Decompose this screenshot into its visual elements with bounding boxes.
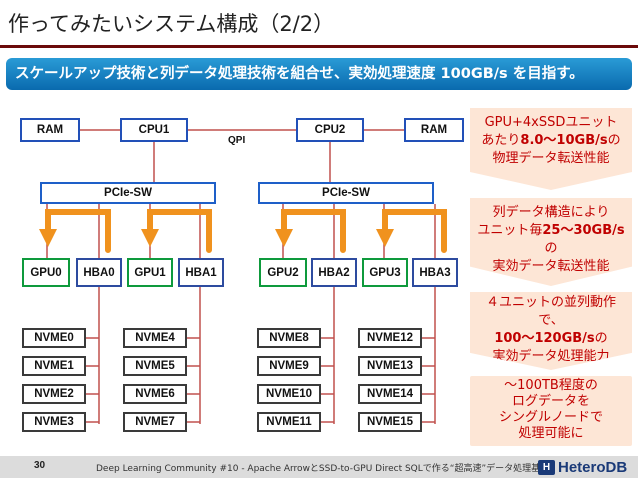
side-note-physical-throughput: GPU+4xSSDユニット あたり8.0〜10GB/sの 物理データ転送性能 bbox=[470, 108, 632, 190]
ram-right: RAM bbox=[404, 118, 464, 142]
p2p-arrow-unit0 bbox=[39, 209, 111, 253]
ram-left: RAM bbox=[20, 118, 80, 142]
side-note-parallel-processing: ４ユニットの並列動作で、 100〜120GB/sの 実効データ処理能力 bbox=[470, 292, 632, 370]
nvme-7: NVME7 bbox=[123, 412, 187, 432]
logo-text: HeteroDB bbox=[558, 458, 628, 476]
hba3: HBA3 bbox=[412, 258, 458, 287]
page-title: 作ってみたいシステム構成（2/2） bbox=[8, 12, 335, 36]
nvme-11: NVME11 bbox=[257, 412, 321, 432]
nvme-3: NVME3 bbox=[22, 412, 86, 432]
nvme-0: NVME0 bbox=[22, 328, 86, 348]
nvme-12: NVME12 bbox=[358, 328, 422, 348]
headline-banner: スケールアップ技術と列データ処理技術を組合せ、実効処理速度 100GB/s を目… bbox=[6, 58, 632, 90]
footer-bar bbox=[0, 456, 638, 478]
title-divider bbox=[0, 45, 638, 48]
nvme-6: NVME6 bbox=[123, 384, 187, 404]
gpu3: GPU3 bbox=[362, 258, 408, 287]
logo-mark-icon: H bbox=[538, 459, 555, 475]
side-note-effective-transfer: 列データ構造により ユニット毎25〜30GB/sの 実効データ転送性能 bbox=[470, 198, 632, 286]
hba1: HBA1 bbox=[178, 258, 224, 287]
hba2: HBA2 bbox=[311, 258, 357, 287]
nvme-2: NVME2 bbox=[22, 384, 86, 404]
pcie-switch-right: PCIe-SW bbox=[258, 182, 434, 204]
nvme-9: NVME9 bbox=[257, 356, 321, 376]
gpu0: GPU0 bbox=[22, 258, 70, 287]
side-note-single-node: 〜100TB程度の ログデータを シングルノードで 処理可能に bbox=[470, 376, 632, 446]
nvme-14: NVME14 bbox=[358, 384, 422, 404]
heterodb-logo: H HeteroDB bbox=[538, 456, 638, 478]
p2p-arrow-unit3 bbox=[376, 209, 447, 253]
nvme-15: NVME15 bbox=[358, 412, 422, 432]
nvme-4: NVME4 bbox=[123, 328, 187, 348]
cpu1: CPU1 bbox=[120, 118, 188, 142]
pcie-switch-left: PCIe-SW bbox=[40, 182, 216, 204]
nvme-1: NVME1 bbox=[22, 356, 86, 376]
gpu2: GPU2 bbox=[259, 258, 307, 287]
p2p-arrow-unit2 bbox=[275, 209, 346, 253]
nvme-5: NVME5 bbox=[123, 356, 187, 376]
footer-caption: Deep Learning Community #10 - Apache Arr… bbox=[96, 464, 550, 474]
nvme-13: NVME13 bbox=[358, 356, 422, 376]
nvme-10: NVME10 bbox=[257, 384, 321, 404]
hba0: HBA0 bbox=[76, 258, 122, 287]
gpu1: GPU1 bbox=[127, 258, 173, 287]
cpu2: CPU2 bbox=[296, 118, 364, 142]
qpi-label: QPI bbox=[228, 135, 246, 146]
p2p-arrow-unit1 bbox=[141, 209, 212, 253]
nvme-8: NVME8 bbox=[257, 328, 321, 348]
page-number: 30 bbox=[34, 460, 46, 471]
